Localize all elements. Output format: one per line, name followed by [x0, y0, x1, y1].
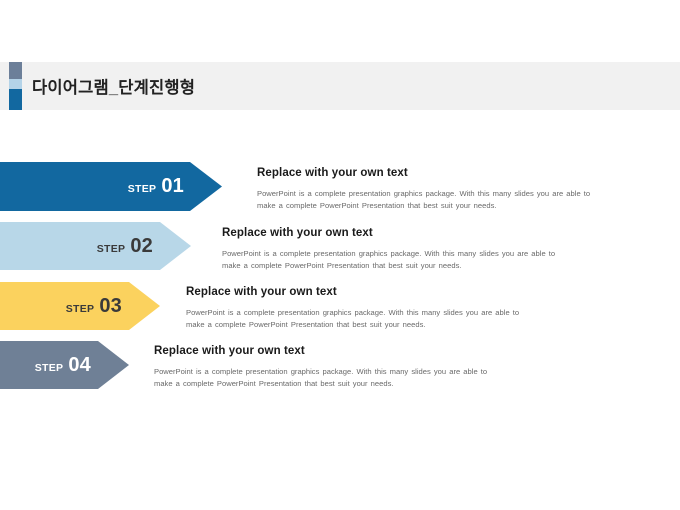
step-heading: Replace with your own text [186, 286, 337, 298]
step-heading: Replace with your own text [154, 345, 305, 357]
step-body-text: PowerPoint is a complete presentation gr… [186, 308, 520, 330]
step-body-text: PowerPoint is a complete presentation gr… [154, 367, 488, 389]
step-word: STEP [127, 183, 157, 195]
step-word: STEP [65, 302, 95, 315]
step-label-group: STEP 01 [128, 175, 184, 198]
step-arrow-03[interactable]: STEP 03 [0, 282, 160, 330]
step-heading: Replace with your own text [222, 227, 373, 239]
step-body-text: PowerPoint is a complete presentation gr… [257, 189, 591, 211]
step-label-group: STEP 02 [97, 235, 153, 258]
step-arrow-01[interactable]: STEP 01 [0, 162, 222, 211]
accent-band-bottom [9, 89, 22, 110]
step-number: 01 [161, 175, 184, 197]
title-accent-bar [9, 62, 22, 110]
step-number: 04 [68, 353, 91, 376]
step-number: 02 [130, 234, 153, 257]
step-arrow-02[interactable]: STEP 02 [0, 222, 191, 270]
step-word: STEP [96, 242, 126, 255]
accent-band-top [9, 62, 22, 79]
step-number: 03 [99, 294, 122, 317]
step-label-group: STEP 03 [66, 295, 122, 318]
step-word: STEP [34, 361, 64, 374]
step-label-group: STEP 04 [35, 354, 91, 377]
accent-band-middle [9, 79, 22, 89]
title-band [0, 62, 680, 110]
page-title: 다이어그램_단계진행형 [32, 79, 196, 97]
step-heading: Replace with your own text [257, 167, 408, 179]
step-body-text: PowerPoint is a complete presentation gr… [222, 249, 556, 271]
step-arrow-04[interactable]: STEP 04 [0, 341, 129, 389]
